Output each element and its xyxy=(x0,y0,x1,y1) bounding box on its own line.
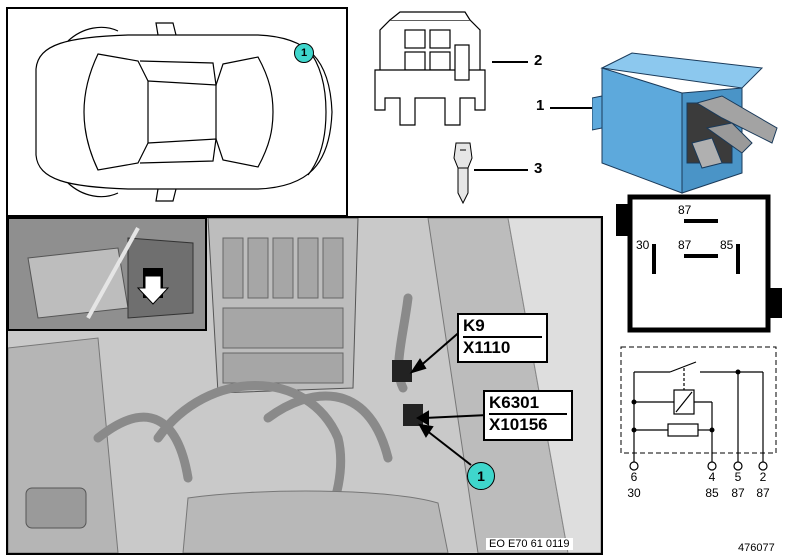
schematic-pin-2: 2 xyxy=(759,470,767,484)
relay-pin-symbol xyxy=(616,194,782,333)
schematic-term-85: 85 xyxy=(705,486,719,500)
relay-pin-87-top: 87 xyxy=(678,203,692,217)
tag-k6301-line2: X10156 xyxy=(489,415,548,434)
tag-k6301-x10156: K6301 X10156 xyxy=(483,390,573,441)
part-3-leader xyxy=(474,169,528,171)
blue-relay-drawing xyxy=(592,52,778,194)
relay-pin-30: 30 xyxy=(636,238,650,252)
installation-photo-panel: K9 X1110 K6301 X10156 1 EO E70 61 0119 xyxy=(6,216,603,555)
schematic-pin-6: 6 xyxy=(630,470,638,484)
car-location-badge: 1 xyxy=(294,43,314,63)
figure-number: 476077 xyxy=(738,542,775,554)
schematic-pin-5: 5 xyxy=(734,470,742,484)
tag-k6301-line1: K6301 xyxy=(489,393,567,415)
photo-code: EO E70 61 0119 xyxy=(486,538,573,550)
circuit-schematic xyxy=(620,346,777,471)
tag-k9-x1110: K9 X1110 xyxy=(457,313,548,363)
schematic-term-30: 30 xyxy=(627,486,641,500)
schematic-term-87a: 87 xyxy=(731,486,745,500)
relay-socket-drawing xyxy=(374,11,486,126)
schematic-term-87b: 87 xyxy=(756,486,770,500)
part-1-leader xyxy=(550,107,600,109)
part-2-number: 2 xyxy=(534,52,543,69)
part-2-leader xyxy=(492,61,528,63)
tag-k9-line1: K9 xyxy=(463,316,542,338)
part-1-number: 1 xyxy=(536,97,545,114)
installation-photo-drawing xyxy=(8,218,601,553)
relay-pin-85: 85 xyxy=(720,238,734,252)
relay-pin-87-mid: 87 xyxy=(678,238,692,252)
photo-location-badge: 1 xyxy=(467,462,495,490)
car-outline xyxy=(35,22,333,202)
part-3-number: 3 xyxy=(534,160,543,177)
schematic-pin-4: 4 xyxy=(708,470,716,484)
tag-k9-line2: X1110 xyxy=(463,338,511,357)
car-top-view-panel: 1 xyxy=(6,7,348,217)
terminal-drawing xyxy=(453,142,473,205)
